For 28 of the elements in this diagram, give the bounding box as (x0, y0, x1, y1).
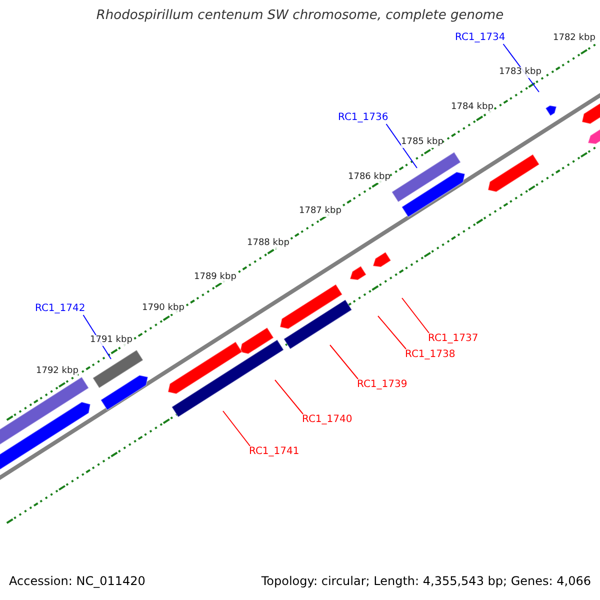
scale-label: 1787 kbp (299, 206, 342, 217)
leader-line (402, 298, 430, 334)
gene-label: RC1_1739 (357, 379, 408, 391)
gene-label: RC1_1737 (428, 333, 478, 345)
scale-label: 1783 kbp (499, 67, 542, 78)
scale-label: 1782 kbp (553, 33, 596, 44)
leader-line (330, 344, 358, 380)
leader-line (222, 410, 250, 446)
diagram-title: Rhodospirillum centenum SW chromosome, complete genome (95, 8, 505, 24)
scale-label: 1792 kbp (36, 366, 78, 377)
gene-label: RC1_1736 (338, 112, 388, 124)
scale-label: 1788 kbp (247, 238, 290, 249)
gene-label: RC1_1738 (405, 349, 456, 361)
leader-line (274, 380, 304, 414)
gene-label: RC1_1741 (249, 446, 300, 458)
accession-text: Accession: NC_011420 (9, 574, 146, 588)
scale-label: 1790 kbp (142, 303, 184, 314)
gene-label: RC1_1740 (302, 414, 352, 426)
leader-line (386, 124, 418, 168)
scale-label: 1791 kbp (90, 335, 132, 346)
genome-info-text: Topology: circular; Length: 4,355,543 bp; Genes: 4,066 (261, 574, 591, 588)
gene-label: RC1_1734 (455, 32, 506, 44)
leader-line (378, 316, 406, 350)
scale-label: 1784 kbp (451, 102, 494, 113)
gene-label: RC1_1742 (35, 303, 86, 315)
scale-label: 1789 kbp (194, 272, 236, 283)
scale-label: 1786 kbp (348, 172, 390, 183)
scale-label: 1785 kbp (401, 137, 444, 148)
